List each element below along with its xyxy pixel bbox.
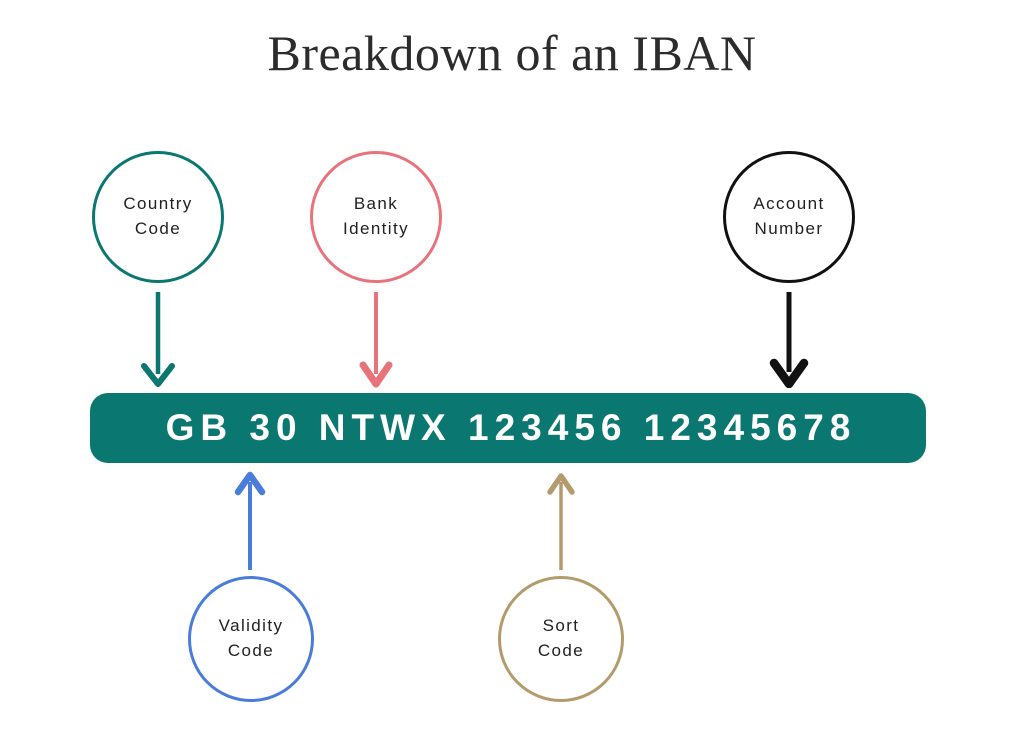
arrow-down-icon-country-code xyxy=(141,292,175,387)
callout-circle-bank-identity[interactable]: Bank Identity xyxy=(310,151,442,283)
iban-value: GB 30 NTWX 123456 12345678 xyxy=(165,407,857,448)
callout-circle-sort-code[interactable]: Sort Code xyxy=(498,576,624,702)
callout-label-account-number: Account Number xyxy=(753,194,825,238)
callout-label-bank-identity: Bank Identity xyxy=(342,194,409,238)
callout-circle-country-code[interactable]: Country Code xyxy=(92,151,224,283)
callout-label-sort-code: Sort Code xyxy=(537,616,585,660)
arrow-up-icon-validity-code xyxy=(234,471,266,570)
arrow-up-icon-sort-code xyxy=(547,473,575,570)
iban-bar[interactable]: GB 30 NTWX 123456 12345678 xyxy=(90,393,926,463)
callout-label-validity-code: Validity Code xyxy=(218,616,284,660)
callout-circle-account-number[interactable]: Account Number xyxy=(723,151,855,283)
arrow-down-icon-bank-identity xyxy=(359,292,393,388)
page-title: Breakdown of an IBAN xyxy=(267,25,757,81)
callout-circle-validity-code[interactable]: Validity Code xyxy=(188,576,314,702)
callout-label-country-code: Country Code xyxy=(123,194,193,238)
arrow-down-icon-account-number xyxy=(769,292,809,388)
